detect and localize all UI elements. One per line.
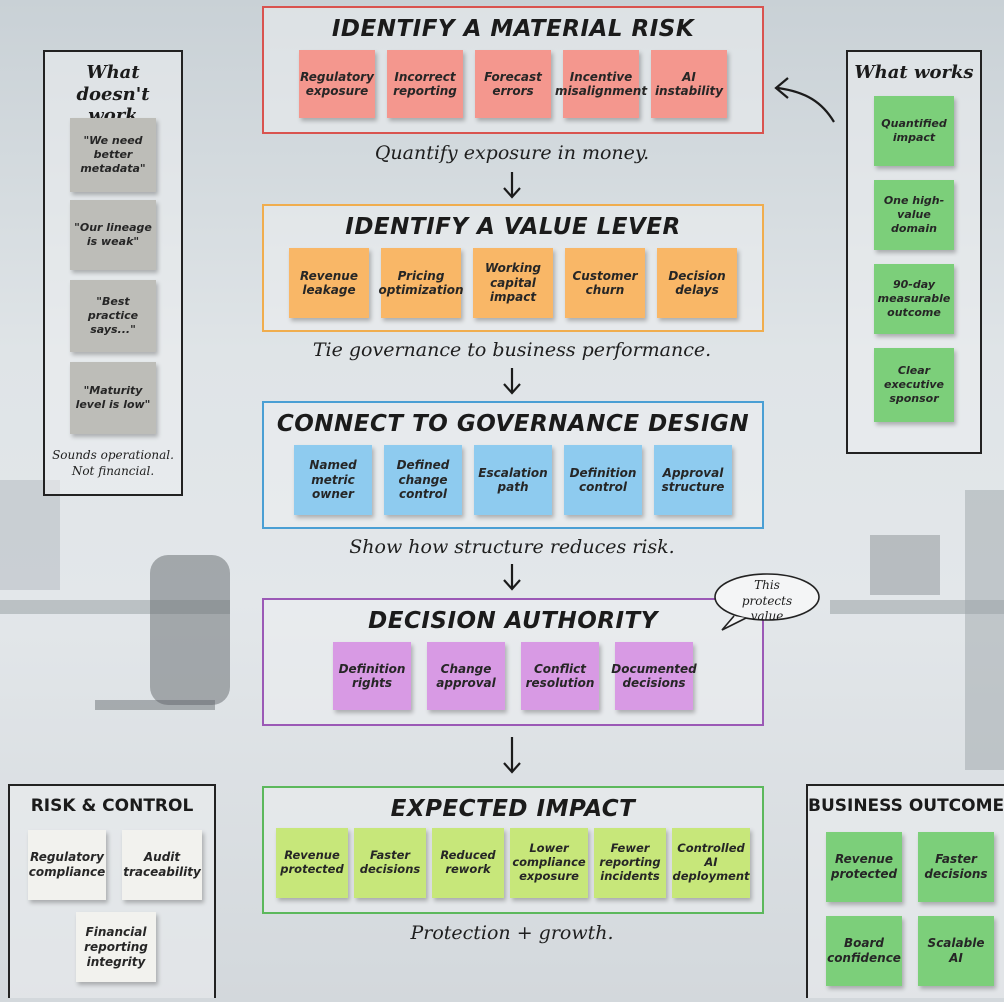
governance-section: CONNECT TO GOVERNANCE DESIGN Named metri… bbox=[262, 401, 764, 529]
sticky-note: Lower compliance exposure bbox=[510, 828, 588, 898]
governance-title: CONNECT TO GOVERNANCE DESIGN bbox=[276, 411, 750, 437]
impact-title: EXPECTED IMPACT bbox=[390, 796, 636, 822]
risk-title: IDENTIFY A MATERIAL RISK bbox=[331, 16, 695, 42]
background-chair-base bbox=[95, 700, 215, 710]
sticky-note: Conflict resolution bbox=[521, 642, 599, 710]
governance-caption: Show how structure reduces risk. bbox=[349, 536, 675, 558]
sticky-note: Working capital impact bbox=[473, 248, 553, 318]
value-caption: Tie governance to business performance. bbox=[312, 339, 712, 361]
speech-bubble: This protects value bbox=[712, 572, 822, 631]
authority-title: DECISION AUTHORITY bbox=[368, 608, 658, 634]
sticky-note: Fewer reporting incidents bbox=[594, 828, 666, 898]
risk-control-title: RISK & CONTROL bbox=[30, 796, 194, 816]
risk-caption: Quantify exposure in money. bbox=[374, 142, 650, 164]
sticky-note: Escalation path bbox=[474, 445, 552, 515]
sticky-note: Revenue leakage bbox=[289, 248, 369, 318]
background-window bbox=[0, 480, 60, 590]
sticky-note: Change approval bbox=[427, 642, 505, 710]
value-section: IDENTIFY A VALUE LEVER Revenue leakage P… bbox=[262, 204, 764, 332]
what-doesnt-work-footer: Sounds operational. Not financial. bbox=[52, 448, 174, 478]
sticky-note: Definition control bbox=[564, 445, 642, 515]
sticky-note: Financial reporting integrity bbox=[76, 912, 156, 982]
sticky-note: Definition rights bbox=[333, 642, 411, 710]
sticky-note: Incorrect reporting bbox=[387, 50, 463, 118]
sticky-note: Customer churn bbox=[565, 248, 645, 318]
sticky-note: "Maturity level is low" bbox=[70, 362, 156, 434]
curved-arrow-icon bbox=[774, 77, 835, 123]
impact-section: EXPECTED IMPACT Revenue protected Faster… bbox=[262, 786, 764, 914]
business-outcomes-panel: BUSINESS OUTCOMES Revenue protected Fast… bbox=[806, 784, 1004, 998]
what-doesnt-work-panel: What doesn't work "We need better metada… bbox=[43, 50, 183, 496]
risk-control-panel: RISK & CONTROL Regulatory compliance Aud… bbox=[8, 784, 216, 998]
down-arrow-icon bbox=[503, 737, 521, 774]
sticky-note: Revenue protected bbox=[276, 828, 348, 898]
sticky-note: Quantified impact bbox=[874, 96, 954, 166]
speech-bubble-icon bbox=[714, 573, 820, 631]
background-monitor bbox=[870, 535, 940, 595]
speech-bubble-text: This protects value bbox=[741, 578, 793, 624]
down-arrow-icon bbox=[503, 172, 521, 199]
sticky-note: Faster decisions bbox=[918, 832, 994, 902]
business-outcomes-title: BUSINESS OUTCOMES bbox=[808, 796, 1004, 816]
background-cabinet bbox=[965, 490, 1004, 770]
background-desk-left bbox=[0, 600, 230, 614]
sticky-note: AI instability bbox=[651, 50, 727, 118]
authority-section: DECISION AUTHORITY Definition rights Cha… bbox=[262, 598, 764, 726]
sticky-note: Faster decisions bbox=[354, 828, 426, 898]
sticky-note: "Our lineage is weak" bbox=[70, 200, 156, 270]
sticky-note: Controlled AI deployment bbox=[672, 828, 750, 898]
sticky-note: Clear executive sponsor bbox=[874, 348, 954, 422]
sticky-note: Regulatory exposure bbox=[299, 50, 375, 118]
sticky-note: Named metric owner bbox=[294, 445, 372, 515]
sticky-note: Approval structure bbox=[654, 445, 732, 515]
value-title: IDENTIFY A VALUE LEVER bbox=[345, 214, 681, 240]
what-works-panel: What works Quantified impact One high-va… bbox=[846, 50, 982, 454]
down-arrow-icon bbox=[503, 368, 521, 395]
sticky-note: Board confidence bbox=[826, 916, 902, 986]
sticky-note: Regulatory compliance bbox=[28, 830, 106, 900]
sticky-note: 90-day measurable outcome bbox=[874, 264, 954, 334]
sticky-note: Defined change control bbox=[384, 445, 462, 515]
down-arrow-icon bbox=[503, 564, 521, 591]
risk-section: IDENTIFY A MATERIAL RISK Regulatory expo… bbox=[262, 6, 764, 134]
sticky-note: Pricing optimization bbox=[379, 248, 464, 318]
sticky-note: "We need better metadata" bbox=[70, 118, 156, 192]
sticky-note: Decision delays bbox=[657, 248, 737, 318]
sticky-note: Revenue protected bbox=[826, 832, 902, 902]
background-chair bbox=[150, 555, 230, 705]
what-works-title: What works bbox=[854, 62, 974, 83]
impact-caption: Protection + growth. bbox=[410, 922, 614, 944]
sticky-note: Reduced rework bbox=[432, 828, 504, 898]
background-desk-right bbox=[830, 600, 1004, 614]
sticky-note: Forecast errors bbox=[475, 50, 551, 118]
sticky-note: One high-value domain bbox=[874, 180, 954, 250]
sticky-note: Scalable AI bbox=[918, 916, 994, 986]
sticky-note: Audit traceability bbox=[122, 830, 202, 900]
sticky-note: "Best practice says..." bbox=[70, 280, 156, 352]
sticky-note: Documented decisions bbox=[611, 642, 697, 710]
sticky-note: Incentive misalignment bbox=[555, 50, 647, 118]
